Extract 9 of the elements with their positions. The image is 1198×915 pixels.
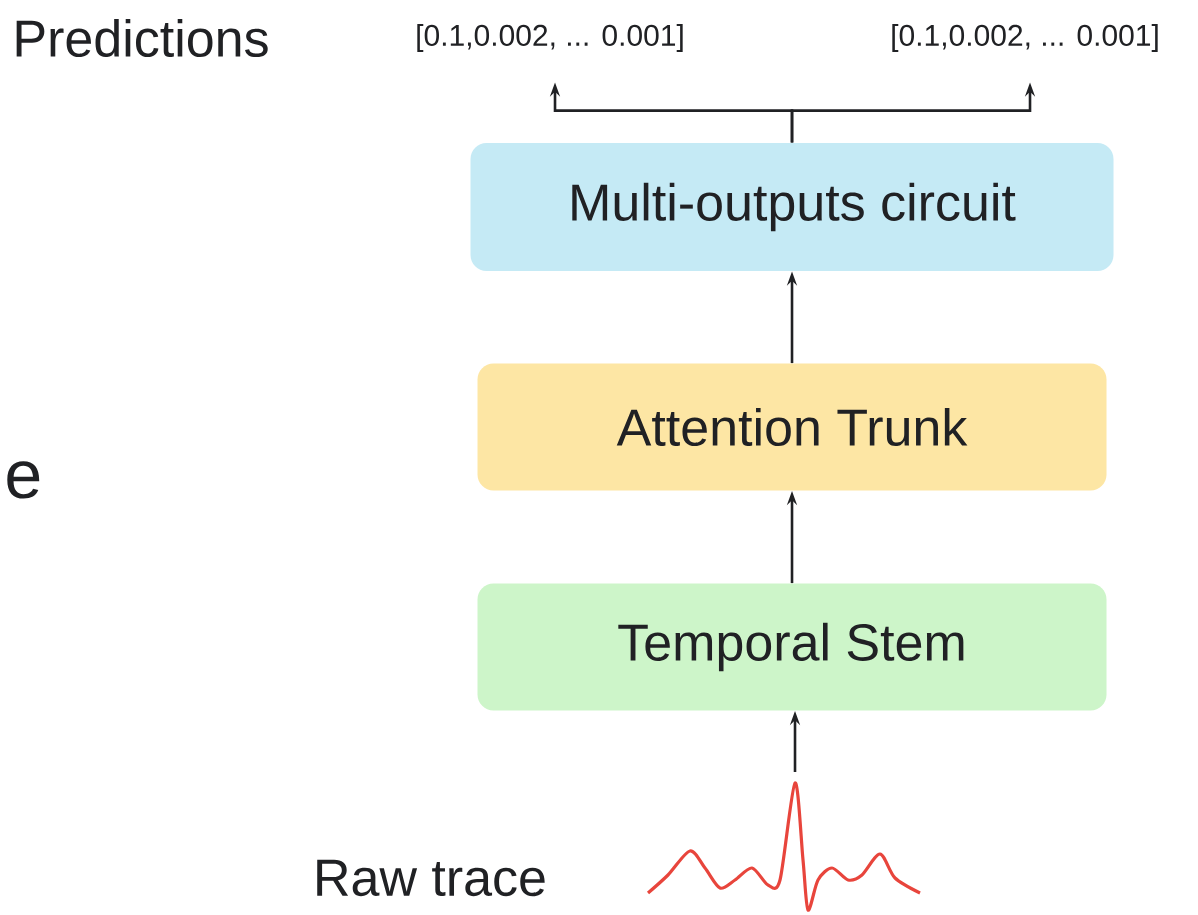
process-box: Temporal Stem <box>477 583 1107 711</box>
output-vector: [0.1,0.002, ... 0.001] <box>417 24 683 52</box>
label-text: Predictions <box>16 18 268 58</box>
process-box: Attention Trunk <box>477 363 1107 491</box>
output-vector: [0.1,0.002, ... 0.001] <box>892 24 1158 52</box>
label-text: Raw trace <box>317 859 545 897</box>
process-box: Multi-outputs circuit <box>470 143 1114 271</box>
waveform-drawing <box>646 781 921 912</box>
label-text: e <box>7 461 40 499</box>
